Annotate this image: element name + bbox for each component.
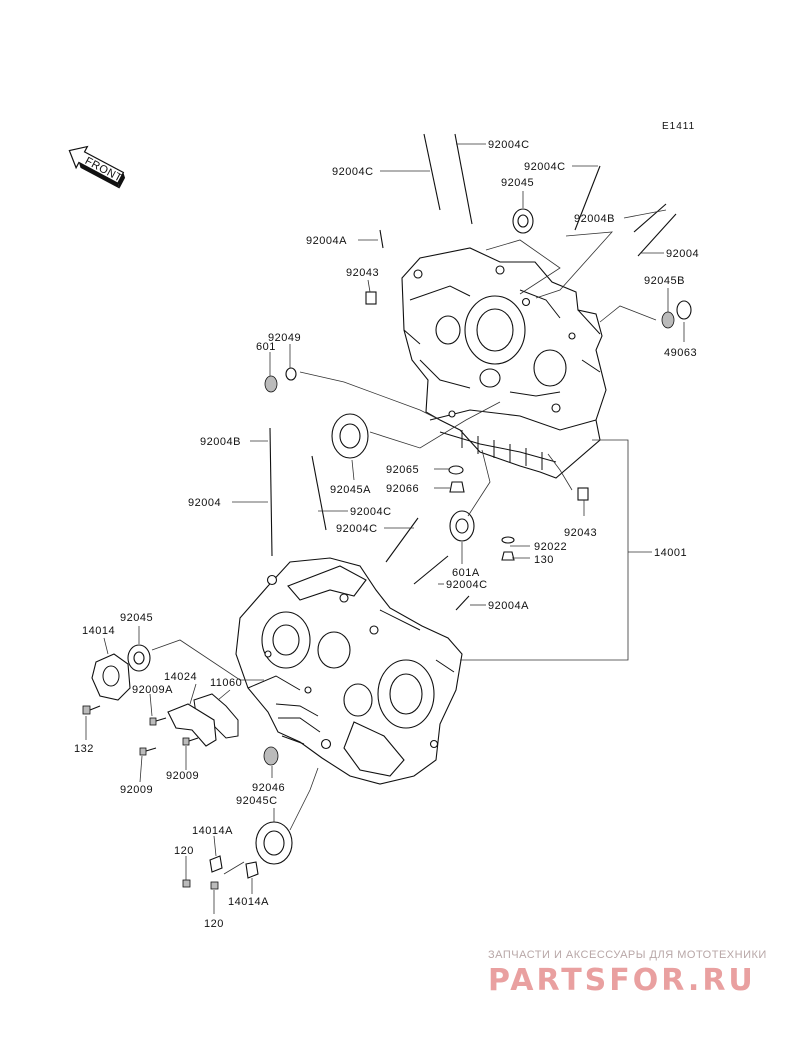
label-92004-lower: 92004 [188, 497, 221, 509]
label-14014a-bottom: 14014A [228, 896, 269, 908]
label-92066: 92066 [386, 483, 419, 495]
label-92004c-d: 92004C [350, 506, 392, 518]
front-arrow-icon: FRONT [68, 145, 126, 189]
label-92004c-b: 92004C [332, 166, 374, 178]
label-92004b-lower: 92004B [200, 436, 241, 448]
label-92004c-f: 92004C [446, 579, 488, 591]
label-120-top: 120 [174, 845, 194, 857]
diagram-code: E1411 [662, 121, 695, 132]
label-92045-upper: 92045 [501, 177, 534, 189]
label-92045-lower: 92045 [120, 612, 153, 624]
label-14014a-top: 14014A [192, 825, 233, 837]
label-92045a: 92045A [330, 484, 371, 496]
label-92043-lower: 92043 [564, 527, 597, 539]
label-92004c-e: 92004C [336, 523, 378, 535]
label-92045b: 92045B [644, 275, 685, 287]
label-92009-b: 92009 [120, 784, 153, 796]
bearings [127, 208, 692, 865]
upper-crankcase-half [401, 247, 607, 479]
label-92009-a: 92009 [166, 770, 199, 782]
label-14001: 14001 [654, 547, 687, 559]
lower-crankcase-half [235, 557, 463, 785]
label-92043-upper: 92043 [346, 267, 379, 279]
label-11060: 11060 [210, 677, 242, 689]
label-92009a: 92009A [132, 684, 173, 696]
label-92004a-upper: 92004A [306, 235, 347, 247]
watermark-brand: PARTSFOR.RU [488, 963, 756, 998]
label-92004c-a: 92004C [488, 139, 530, 151]
label-49063: 49063 [664, 347, 697, 359]
label-92004b-upper: 92004B [574, 213, 615, 225]
label-601: 601 [256, 341, 276, 353]
label-601a: 601A [452, 567, 480, 579]
label-92046: 92046 [252, 782, 285, 794]
label-14024: 14024 [164, 671, 197, 683]
label-92004a-lower: 92004A [488, 600, 529, 612]
label-132: 132 [74, 743, 94, 755]
watermark-subtitle: ЗАПЧАСТИ И АКСЕССУАРЫ ДЛЯ МОТОТЕХНИКИ [488, 949, 767, 961]
label-92065: 92065 [386, 464, 419, 476]
stud-bolts [269, 133, 677, 611]
label-14014: 14014 [82, 625, 115, 637]
label-92004c-c: 92004C [524, 161, 566, 173]
small-parts [82, 291, 589, 890]
label-92004-upper: 92004 [666, 248, 699, 260]
label-92049: 92049 [268, 332, 301, 344]
leader-lines [85, 143, 685, 914]
label-92022: 92022 [534, 541, 567, 553]
part-labels: 92004C 92004C 92004C 92045 92004B 92004A… [74, 139, 699, 930]
label-120-bottom: 120 [204, 918, 224, 930]
label-92045c: 92045C [236, 795, 278, 807]
watermark: ЗАПЧАСТИ И АКСЕССУАРЫ ДЛЯ МОТОТЕХНИКИ PA… [488, 949, 767, 998]
label-130: 130 [534, 554, 554, 566]
